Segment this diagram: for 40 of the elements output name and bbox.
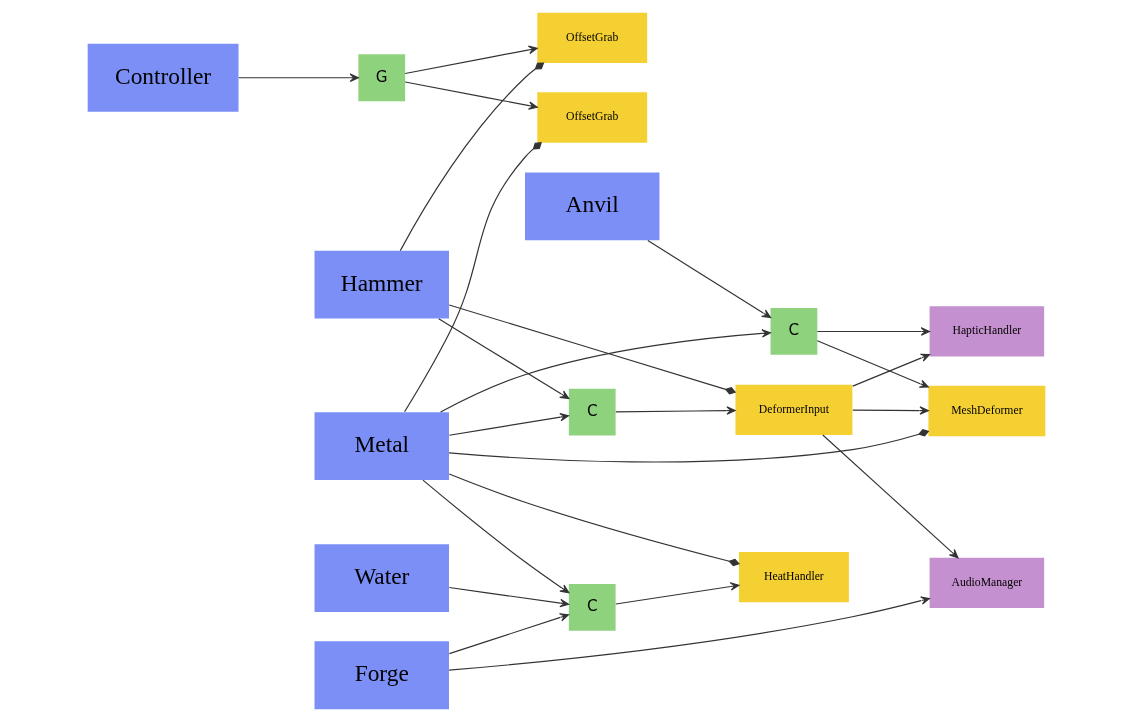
- arrow: [404, 81, 538, 110]
- arrow: [448, 613, 569, 655]
- arrow: [439, 329, 771, 413]
- arrow: [646, 239, 771, 319]
- arrow: [851, 406, 929, 415]
- connector: [448, 304, 736, 395]
- node-box: Anvil: [524, 172, 659, 241]
- arrow: [437, 318, 569, 400]
- connector: [399, 62, 544, 252]
- arrow: [448, 586, 569, 608]
- arrow: [614, 582, 739, 605]
- arrow: [816, 327, 930, 336]
- node-box: Water: [314, 544, 449, 613]
- arrow: [448, 596, 930, 671]
- arrow: [448, 412, 569, 436]
- arrow: [614, 406, 736, 415]
- connector: [403, 142, 542, 413]
- node-box: Forge: [314, 641, 449, 710]
- node-box: Controller: [87, 43, 238, 112]
- connector: [448, 473, 740, 567]
- node-box: G: [357, 54, 405, 102]
- node-box: Metal: [314, 412, 449, 480]
- node-box: HapticHandler: [929, 306, 1044, 357]
- node-box: DeformerInput: [734, 384, 852, 435]
- arrow: [404, 45, 538, 75]
- node-box: Hammer: [314, 250, 449, 319]
- arrow: [421, 479, 569, 594]
- arrow: [237, 73, 359, 82]
- node-box: OffsetGrab: [536, 92, 647, 143]
- node-box: OffsetGrab: [536, 12, 647, 64]
- arrow: [821, 434, 959, 559]
- node-box: C: [770, 308, 817, 355]
- node-box: MeshDeformer: [927, 385, 1045, 437]
- arrow: [851, 353, 930, 387]
- connector: [447, 428, 929, 463]
- node-box: HeatHandler: [738, 551, 849, 603]
- node-box: C: [568, 388, 616, 436]
- node-box: C: [568, 584, 616, 631]
- node-box: AudioManager: [929, 557, 1044, 608]
- arrow: [816, 340, 929, 388]
